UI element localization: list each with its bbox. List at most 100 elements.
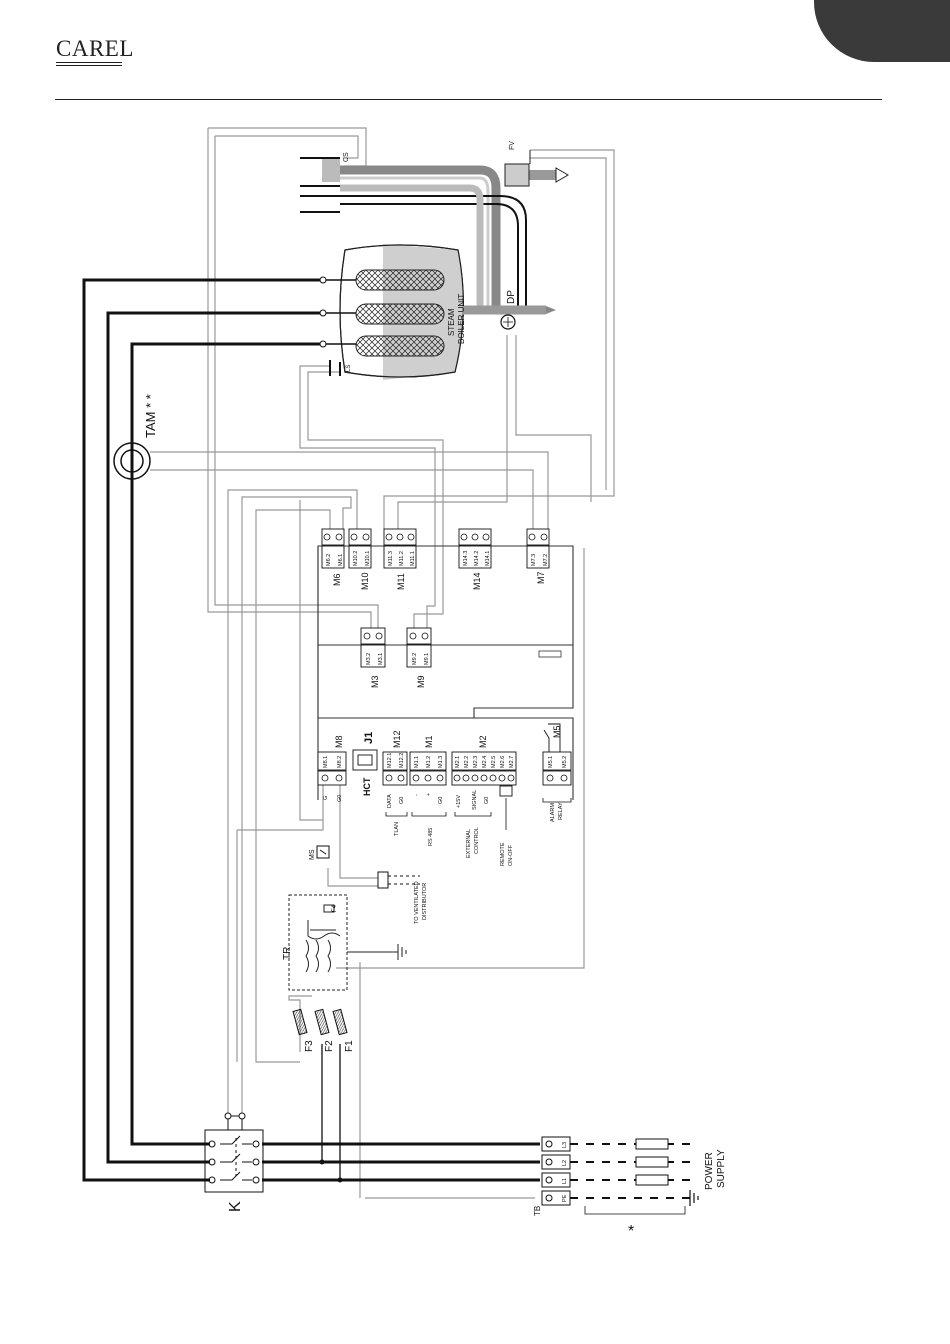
ventilated-2: DISTRIBUTOR	[422, 883, 428, 920]
ms-switch	[316, 845, 330, 859]
term-m8-2: M8.2	[337, 756, 343, 768]
term-m7-2: M7.2	[543, 554, 549, 566]
term-m10-2: M10.2	[353, 551, 359, 566]
steam-boiler	[319, 244, 464, 380]
dp-label: DP	[506, 290, 517, 304]
term-m2-5: M2.5	[491, 756, 497, 768]
module-m8: M8	[334, 735, 344, 748]
screw-terminals	[321, 533, 568, 782]
module-m2: M2	[478, 735, 488, 748]
wire-g0-tlan: G0	[399, 797, 405, 804]
term-m9-2: M9.2	[412, 653, 418, 665]
wire-signal: SIGNAL	[472, 790, 478, 810]
term-m2-1: M2.1	[455, 756, 461, 768]
f3-label: F3	[304, 1040, 315, 1052]
tb-label: TB	[533, 1206, 542, 1216]
term-m6-2: M6.2	[326, 554, 332, 566]
fuse-wires	[321, 1044, 341, 1180]
term-m6-1: M6.1	[338, 554, 344, 566]
wire-15v: +15V	[456, 795, 462, 808]
term-l3: L3	[562, 1142, 568, 1148]
term-m14-3: M14.3	[463, 551, 469, 566]
supply-dashes	[570, 1143, 690, 1199]
term-m8-1: M8.1	[323, 756, 329, 768]
module-j1: J1	[363, 732, 375, 744]
ls-label: LS	[346, 365, 352, 372]
supply-fuses	[635, 1138, 669, 1186]
term-m1-2: M1.2	[426, 756, 432, 768]
fuses	[292, 1008, 348, 1036]
controller-board	[317, 545, 574, 800]
module-m10: M10	[360, 572, 370, 590]
contactor-k	[204, 1115, 264, 1193]
alarm-relay-2: RELAY	[558, 802, 564, 820]
signal-wires	[150, 127, 615, 1199]
alarm-relay-1: ALARM	[550, 803, 556, 822]
module-m14: M14	[472, 572, 482, 590]
term-m2-4: M2.4	[482, 756, 488, 768]
term-l1: L1	[562, 1178, 568, 1184]
carel-logo: CAREL	[56, 36, 134, 61]
term-m12-1: M12.1	[387, 753, 393, 768]
module-m12: M12	[392, 730, 402, 748]
term-m2-6: M2.6	[500, 756, 506, 768]
f4-label: F4	[332, 904, 338, 912]
steam-pipes	[300, 150, 569, 376]
terminal-block-tb	[541, 1136, 571, 1206]
transformer-tr	[288, 894, 407, 991]
wire-g0-rs: G0	[438, 797, 444, 804]
wire-g0: G0	[337, 795, 343, 802]
term-m14-1: M14.1	[485, 551, 491, 566]
hct-label: HCT	[362, 777, 372, 796]
term-m1-1: M1.1	[414, 756, 420, 768]
relay-symbol	[543, 723, 561, 752]
module-m7: M7	[536, 571, 546, 584]
ventilated-1: TO VENTILATED	[414, 881, 420, 924]
remote-onoff-1: REMOTE	[500, 842, 506, 866]
module-m9: M9	[416, 675, 426, 688]
cs-label: CS	[343, 152, 350, 162]
k-label: K	[227, 1201, 244, 1212]
term-m11-3: M11.3	[388, 551, 394, 566]
power-label-2: SUPPLY	[716, 1149, 727, 1188]
module-m6: M6	[332, 573, 342, 586]
wire-data: DATA	[387, 794, 393, 808]
earth-symbol	[689, 1190, 699, 1206]
term-m2-3: M2.3	[473, 756, 479, 768]
module-m11: M11	[396, 573, 406, 590]
module-m1: M1	[424, 735, 434, 748]
external-control-2: CONTROL	[474, 827, 480, 854]
wire-g: G	[323, 796, 329, 800]
wire-g0-ext: G0	[484, 797, 490, 804]
term-m11-1: M11.1	[410, 551, 416, 566]
term-m10-1: M10.1	[365, 551, 371, 566]
f1-label: F1	[344, 1040, 355, 1052]
power-label-1: POWER	[704, 1152, 715, 1190]
logo-underline	[56, 62, 122, 63]
term-m12-2: M12.2	[399, 753, 405, 768]
wire-minus: -	[414, 794, 420, 796]
term-m2-7: M2.7	[509, 756, 515, 768]
term-l2: L2	[562, 1160, 568, 1166]
term-m1-3: M1.3	[438, 756, 444, 768]
term-m11-2: M11.2	[399, 551, 405, 566]
fv-label: FV	[509, 141, 516, 150]
group-braces	[385, 798, 572, 830]
steam-label-1: STEAM	[447, 308, 456, 336]
term-m14-2: M14.2	[474, 551, 480, 566]
terminal-blocks	[317, 528, 572, 797]
supply-brace	[584, 1206, 686, 1215]
power-wires	[82, 278, 540, 1182]
term-m5-2: M5.2	[562, 756, 568, 768]
term-pe: PE	[562, 1194, 568, 1202]
rs485-label: RS 485	[428, 828, 434, 846]
note-asterisk: *	[628, 1223, 634, 1240]
module-m3: M3	[370, 675, 380, 688]
external-control-1: EXTERNAL	[466, 829, 472, 858]
term-m7-3: M7.3	[531, 554, 537, 566]
module-m5: M5	[552, 725, 562, 738]
remote-onoff-2: ON-OFF	[508, 844, 514, 866]
term-m3-1: M3.1	[378, 653, 384, 665]
f2-label: F2	[324, 1040, 335, 1052]
